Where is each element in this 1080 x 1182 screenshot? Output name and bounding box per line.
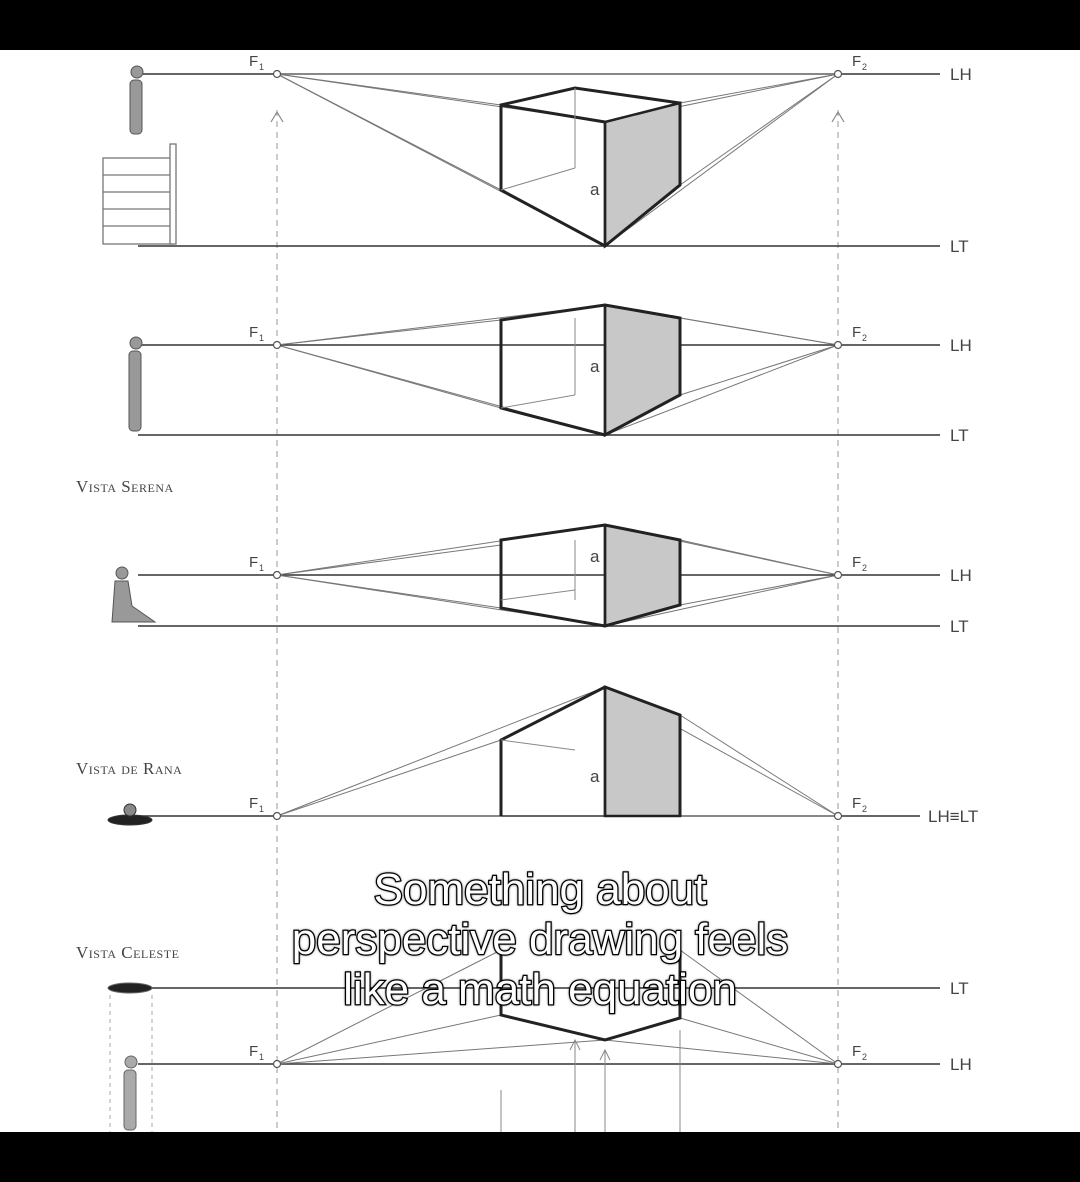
vanishing-point-2-label: F: [852, 53, 861, 70]
vanishing-point-1-subscript: 1: [259, 1052, 264, 1062]
vanishing-point-2-subscript: 2: [862, 62, 867, 72]
horizon-line-label: LH≡LT: [928, 807, 978, 826]
view-title: Vista de Rana: [76, 759, 182, 778]
view-title: Vista Serena: [76, 477, 174, 496]
vanishing-point-2-subscript: 2: [862, 563, 867, 573]
observer-figure: [107, 803, 153, 826]
horizon-line-label: LH: [950, 1055, 972, 1074]
caption-line-3: like a math equation: [342, 964, 738, 1016]
vanishing-point-2-subscript: 2: [862, 1052, 867, 1062]
ground-line-label: LT: [950, 617, 969, 636]
vanishing-point-2-label: F: [852, 1043, 861, 1060]
view-3-serena: [111, 523, 940, 628]
vanishing-point-1-subscript: 1: [259, 62, 264, 72]
horizon-line-label: LH: [950, 336, 972, 355]
observer-figure: [129, 65, 144, 135]
vanishing-point-1-subscript: 1: [259, 563, 264, 573]
horizon-line-label: LH: [950, 566, 972, 585]
shaded-face: [603, 101, 682, 249]
view-5-celeste: [107, 949, 940, 1132]
ground-line-label: LT: [950, 426, 969, 445]
shaded-face: [603, 685, 682, 818]
cube-face-label: a: [590, 767, 600, 786]
shaded-face: [603, 523, 682, 628]
vanishing-point-2-label: F: [852, 324, 861, 341]
view-1-elevated: [102, 65, 940, 249]
caption-line-1: Something about: [372, 864, 707, 916]
vanishing-rays: [276, 686, 839, 817]
observer-figure: [111, 566, 157, 623]
view-2-normal: [128, 303, 940, 438]
caption-line-2: perspective drawing feels: [291, 914, 790, 966]
observer-figure: [128, 336, 143, 432]
vanishing-rays: [276, 304, 839, 436]
video-caption: Something about perspective drawing feel…: [140, 864, 940, 1016]
vanishing-points: [272, 69, 843, 1069]
vanishing-point-1-label: F: [249, 554, 258, 571]
vanishing-point-2-subscript: 2: [862, 804, 867, 814]
vanishing-rays: [276, 949, 839, 1065]
view-title: Vista Celeste: [76, 943, 179, 962]
vanishing-point-1-subscript: 1: [259, 804, 264, 814]
projection-arrows-bottom: [500, 1030, 681, 1132]
vanishing-point-1-label: F: [249, 53, 258, 70]
vanishing-point-2-label: F: [852, 795, 861, 812]
cube-face-label: a: [590, 180, 600, 199]
ground-line-label: LT: [950, 979, 969, 998]
vanishing-point-2-label: F: [852, 554, 861, 571]
cube-face-label: a: [590, 357, 600, 376]
cube-face-label: a: [590, 547, 600, 566]
vanishing-point-1-subscript: 1: [259, 333, 264, 343]
horizon-line-label: LH: [950, 65, 972, 84]
vanishing-point-1-label: F: [249, 324, 258, 341]
platform: [102, 143, 177, 245]
projection-arrows: [270, 110, 845, 123]
cube-outline: [499, 950, 682, 1042]
vanishing-point-2-subscript: 2: [862, 333, 867, 343]
vanishing-point-1-label: F: [249, 795, 258, 812]
vanishing-point-1-label: F: [249, 1043, 258, 1060]
ground-line-label: LT: [950, 237, 969, 256]
observer-figure: [107, 982, 153, 1132]
projection-guides: [276, 110, 839, 1132]
view-4-rana: [107, 685, 920, 826]
